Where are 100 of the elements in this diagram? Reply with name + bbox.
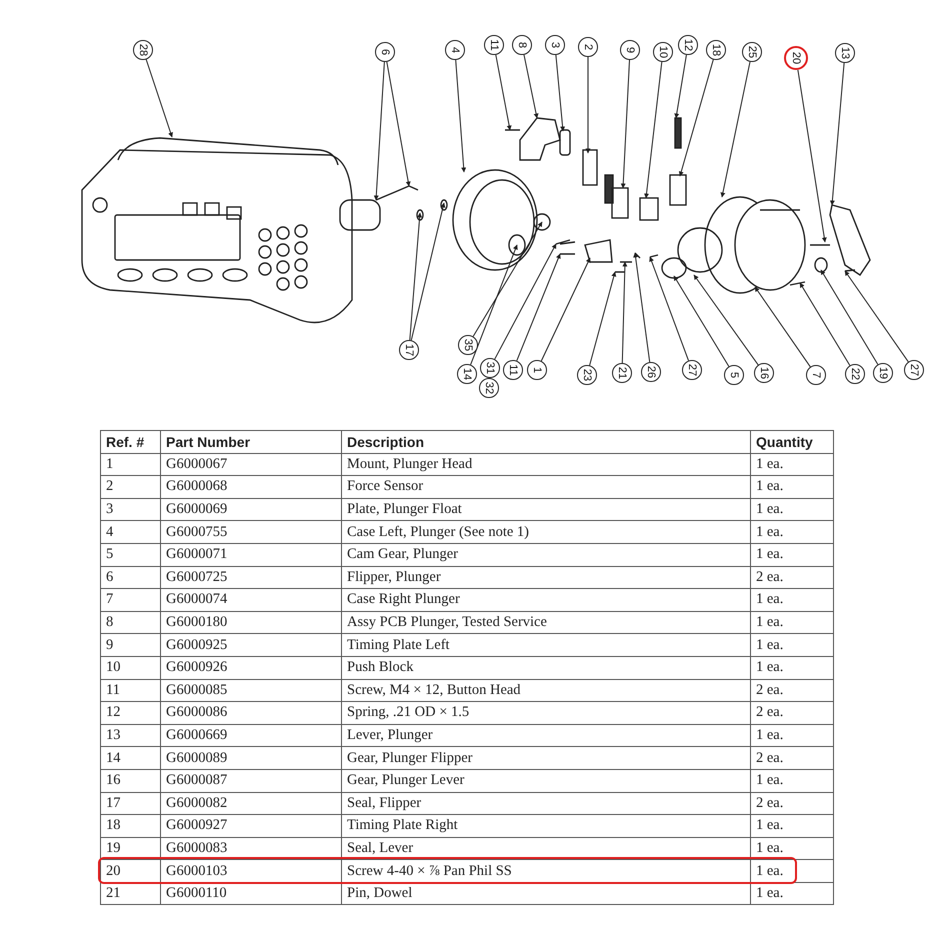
callout-number: 27	[904, 360, 924, 380]
table-cell-text: Flipper, Plunger	[342, 566, 750, 589]
table-cell-text: 2	[100, 476, 160, 498]
table-cell-text: Timing Plate Left	[342, 634, 750, 656]
table-cell-text: G6000071	[160, 543, 342, 566]
callout-number: 2	[578, 37, 598, 57]
leader-line	[409, 212, 422, 340]
callout-number: 13	[835, 43, 855, 63]
table-cell-text: G6000086	[160, 702, 342, 724]
table-cell-text: Cam Gear, Plunger	[342, 543, 750, 566]
table-cell-text: 1 ea.	[750, 814, 834, 838]
table-cell-text: G6000068	[160, 476, 342, 498]
callout-number: 3	[545, 35, 565, 55]
table-cell-text: G6000083	[160, 837, 342, 860]
table-cell-text: Timing Plate Right	[342, 814, 750, 838]
callout-number: 27	[682, 360, 702, 380]
table-cell-text: 14	[100, 746, 160, 770]
leader-line	[649, 256, 689, 362]
leader-line	[674, 276, 730, 367]
callout-number: 10	[653, 42, 673, 62]
callout-number: 14	[457, 364, 477, 384]
table-cell-text: 21	[100, 882, 160, 905]
table-cell-text: G6000926	[160, 656, 342, 680]
callout-number: 11	[484, 35, 504, 55]
callout-number: 35	[458, 335, 478, 355]
table-cell-text: 2 ea.	[750, 679, 834, 702]
table-cell-text: 1 ea.	[750, 588, 834, 612]
leader-line	[820, 270, 878, 365]
table-cell-text: 1 ea.	[750, 453, 834, 476]
table-cell-text: 10	[100, 656, 160, 680]
leader-line	[589, 272, 616, 366]
table-cell-text: 18	[100, 814, 160, 838]
leader-line	[644, 61, 662, 198]
callout-number: 28	[133, 40, 153, 60]
table-cell-text: Push Block	[342, 656, 750, 680]
table-cell-text: 1 ea.	[750, 634, 834, 656]
callout-number: 20	[784, 46, 808, 70]
table-cell-text: G6000725	[160, 566, 342, 589]
leader-line	[830, 62, 845, 206]
table-cell-text: 1 ea.	[750, 611, 834, 634]
leader-line	[386, 61, 411, 186]
table-cell-text: 12	[100, 702, 160, 724]
table-cell-text: Force Sensor	[342, 476, 750, 498]
table-cell-text: Seal, Flipper	[342, 792, 750, 815]
table-cell-text: Lever, Plunger	[342, 724, 750, 747]
callout-number: 6	[375, 42, 395, 62]
callout-number: 32	[479, 378, 499, 398]
table-cell-text: 2 ea.	[750, 746, 834, 770]
table-cell-text: 7	[100, 588, 160, 612]
leader-line	[633, 252, 650, 363]
table-cell-text: 4	[100, 520, 160, 544]
table-cell-text: Gear, Plunger Lever	[342, 769, 750, 792]
callout-number: 12	[678, 35, 698, 55]
table-cell-text: 8	[100, 611, 160, 634]
table-cell-text: 1 ea.	[750, 476, 834, 498]
table-cell-text: 9	[100, 634, 160, 656]
callout-number: 9	[620, 40, 640, 60]
leader-line	[754, 286, 811, 368]
table-cell-text: G6000087	[160, 769, 342, 792]
callout-number: 5	[724, 365, 744, 385]
leader-line	[495, 54, 512, 130]
table-cell-text: G6000074	[160, 588, 342, 612]
callout-number: 1	[527, 360, 547, 380]
table-cell-text: 1 ea.	[750, 837, 834, 860]
leader-line	[374, 62, 385, 200]
table-cell-text: 13	[100, 724, 160, 747]
leader-line	[694, 274, 759, 366]
callout-number: 21	[612, 363, 632, 383]
leader-line	[494, 244, 556, 360]
table-cell-text: 6	[100, 566, 160, 589]
callout-number: 11	[503, 360, 523, 380]
callout-number: 18	[706, 40, 726, 60]
callout-number: 23	[577, 365, 597, 385]
leader-line	[470, 244, 518, 366]
table-cell-text: G6000927	[160, 814, 342, 838]
leader-line	[146, 59, 173, 138]
leader-line	[410, 202, 446, 341]
column-header: Ref. #	[100, 430, 160, 454]
callout-number: 16	[754, 363, 774, 383]
table-cell-text: Assy PCB Plunger, Tested Service	[342, 611, 750, 634]
table-cell-text: G6000069	[160, 498, 342, 521]
table-cell-text: 1 ea.	[750, 498, 834, 521]
leader-line	[797, 69, 827, 242]
leader-line	[555, 54, 566, 132]
table-cell-text: Screw, M4 × 12, Button Head	[342, 679, 750, 702]
table-cell-text: Case Right Plunger	[342, 588, 750, 612]
callout-number: 8	[512, 35, 532, 55]
table-cell-text: 3	[100, 498, 160, 521]
table-cell-text: G6000180	[160, 611, 342, 634]
callout-number: 19	[873, 363, 893, 383]
table-cell-text: 19	[100, 837, 160, 860]
leader-line	[524, 54, 539, 118]
table-cell-text: G6000925	[160, 634, 342, 656]
leader-line	[516, 254, 561, 362]
table-cell-text: 11	[100, 679, 160, 702]
table-cell-text: 1 ea.	[750, 520, 834, 544]
column-header: Description	[342, 430, 750, 454]
table-cell-text: Spring, .21 OD × 1.5	[342, 702, 750, 724]
callout-number: 7	[806, 365, 826, 385]
table-cell-text: 16	[100, 769, 160, 792]
